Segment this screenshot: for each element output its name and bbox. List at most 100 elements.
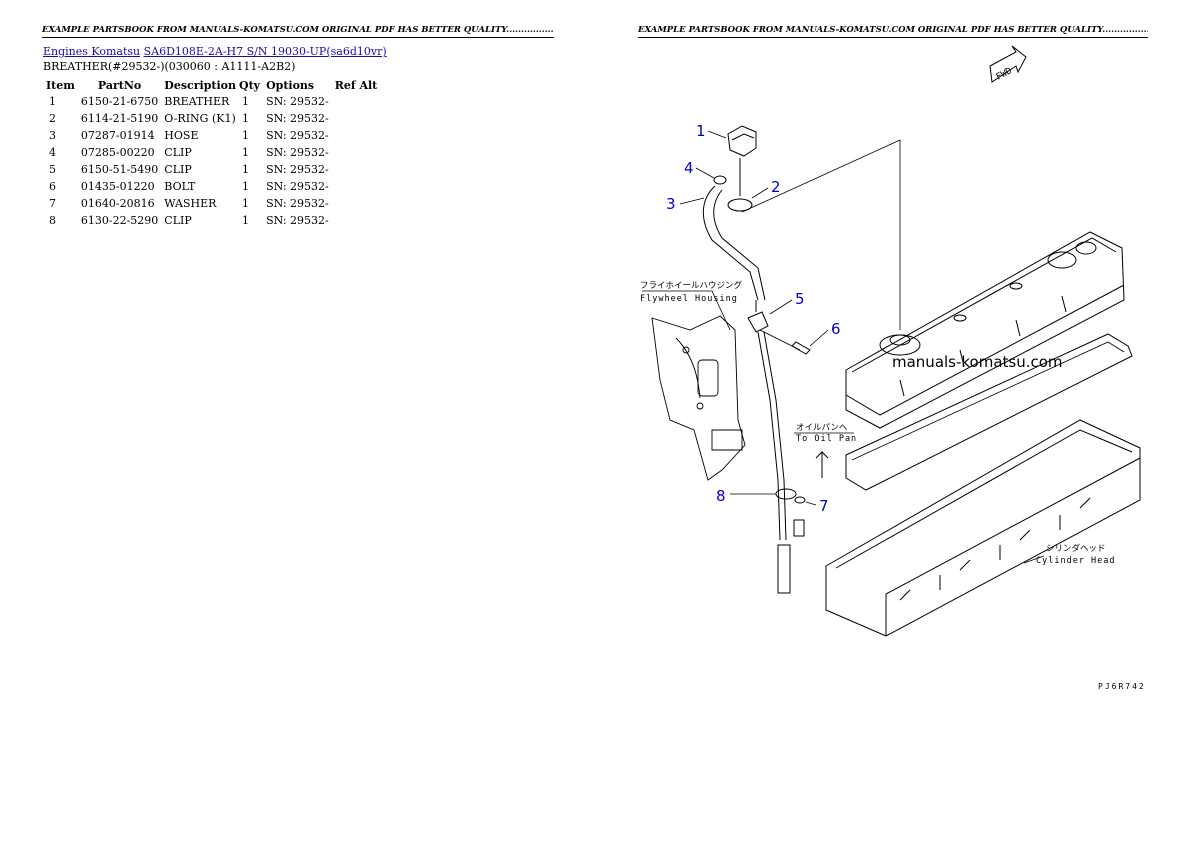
cell-refalt — [332, 110, 381, 127]
cell-partno: 6130-22-5290 — [80, 214, 159, 227]
hose-part — [702, 175, 766, 301]
table-row: 4 07285-00220 CLIP 1 SN: 29532- — [43, 144, 380, 161]
table-row: 1 6150-21-6750 BREATHER 1 SN: 29532- — [43, 93, 380, 110]
clip-8-part — [775, 488, 797, 500]
callout-7: 7 — [819, 497, 829, 515]
callout-2: 2 — [771, 178, 781, 196]
cell-qty: 1 — [242, 163, 249, 176]
oil-pan-tube — [777, 544, 791, 594]
cell-qty: 1 — [242, 197, 249, 210]
column-header-partno: PartNo — [97, 78, 142, 92]
cell-item: 4 — [49, 146, 56, 159]
cell-item: 2 — [49, 112, 56, 125]
cell-description: CLIP — [164, 214, 192, 227]
cell-options: SN: 29532- — [266, 95, 329, 108]
cell-partno: 07287-01914 — [80, 129, 155, 142]
cell-description: BOLT — [164, 180, 196, 193]
callout-4: 4 — [684, 159, 694, 177]
column-header-description: Description — [164, 78, 236, 92]
cell-options: SN: 29532- — [266, 146, 329, 159]
o-ring-part — [727, 198, 753, 212]
clip-5-part — [747, 300, 769, 333]
page-2-header: EXAMPLE PARTSBOOK FROM MANUALS-KOMATSU.C… — [638, 25, 1148, 38]
oil-pan-label-en: To Oil Pan — [796, 434, 857, 444]
cylinder-head — [825, 419, 1141, 637]
parts-diagram: FWD — [640, 45, 1141, 637]
clip-4-part — [713, 175, 727, 185]
watermark-text: manuals-komatsu.com — [892, 353, 1063, 371]
cell-options: SN: 29532- — [266, 214, 329, 227]
callout-5: 5 — [795, 290, 805, 308]
table-row: 3 07287-01914 HOSE 1 SN: 29532- — [43, 127, 380, 144]
breadcrumb-link-engines[interactable]: Engines Komatsu — [43, 45, 141, 58]
cylinder-head-label-en: Cylinder Head — [1036, 556, 1116, 566]
cell-partno: 6150-21-6750 — [80, 95, 159, 108]
callout-3: 3 — [666, 195, 676, 213]
breather-part — [727, 125, 757, 196]
cell-refalt — [332, 127, 381, 144]
cell-description: HOSE — [164, 129, 199, 142]
cell-refalt — [332, 161, 381, 178]
cell-partno: 6150-51-5490 — [80, 163, 159, 176]
cell-item: 6 — [49, 180, 56, 193]
column-header-options: Options — [266, 78, 315, 92]
parts-table: Item PartNo Description Qty Options Ref … — [43, 77, 380, 229]
cell-qty: 1 — [242, 112, 249, 125]
callout-1: 1 — [696, 122, 706, 140]
column-header-item: Item — [46, 78, 75, 92]
cell-description: CLIP — [164, 146, 192, 159]
cover-gasket — [845, 333, 1133, 491]
cell-qty: 1 — [242, 214, 249, 227]
cell-description: BREATHER — [164, 95, 230, 108]
cell-partno: 01435-01220 — [80, 180, 155, 193]
cell-refalt — [332, 195, 381, 212]
oil-pan-label-jp: オイルパンへ — [796, 423, 848, 433]
page-code: PJ6R742 — [1098, 682, 1146, 691]
column-header-refalt: Ref Alt — [334, 78, 378, 92]
flywheel-label-en: Flywheel Housing — [640, 294, 738, 304]
cell-qty: 1 — [242, 129, 249, 142]
cell-partno: 01640-20816 — [80, 197, 155, 210]
cell-qty: 1 — [242, 95, 249, 108]
cell-partno: 07285-00220 — [80, 146, 155, 159]
flywheel-label-jp: フライホイールハウジング — [640, 280, 743, 291]
cylinder-head-label-jp: シリンダヘッド — [1046, 543, 1106, 554]
table-header-row: Item PartNo Description Qty Options Ref … — [43, 77, 380, 93]
cell-description: O-RING (K1) — [164, 112, 236, 125]
cell-options: SN: 29532- — [266, 129, 329, 142]
breadcrumb: Engines Komatsu SA6D108E-2A-H7 S/N 19030… — [43, 45, 387, 59]
cell-options: SN: 29532- — [266, 112, 329, 125]
page-subtitle: BREATHER(#29532-)(030060 : A1111-A2B2) — [43, 60, 296, 73]
cell-qty: 1 — [242, 146, 249, 159]
cell-description: WASHER — [164, 197, 217, 210]
flywheel-housing — [651, 315, 746, 481]
bolt-6-part — [791, 341, 811, 355]
cell-item: 5 — [49, 163, 56, 176]
table-row: 6 01435-01220 BOLT 1 SN: 29532- — [43, 178, 380, 195]
washer-7-part — [793, 496, 806, 537]
cell-item: 1 — [49, 95, 56, 108]
head-cover — [845, 231, 1125, 429]
breadcrumb-link-model[interactable]: SA6D108E-2A-H7 S/N 19030-UP(sa6d10vr) — [143, 45, 387, 58]
callout-6: 6 — [831, 320, 841, 338]
table-row: 5 6150-51-5490 CLIP 1 SN: 29532- — [43, 161, 380, 178]
cell-refalt — [332, 212, 381, 229]
cell-options: SN: 29532- — [266, 180, 329, 193]
callout-8: 8 — [716, 487, 726, 505]
cell-qty: 1 — [242, 180, 249, 193]
cell-refalt — [332, 93, 381, 110]
fwd-arrow-icon: FWD — [989, 45, 1027, 83]
cell-options: SN: 29532- — [266, 197, 329, 210]
fwd-label: FWD — [995, 66, 1014, 82]
cell-item: 8 — [49, 214, 56, 227]
cell-partno: 6114-21-5190 — [80, 112, 159, 125]
column-header-qty: Qty — [239, 78, 261, 92]
cell-item: 3 — [49, 129, 56, 142]
cell-refalt — [332, 144, 381, 161]
page-1-header: EXAMPLE PARTSBOOK FROM MANUALS-KOMATSU.C… — [42, 25, 554, 38]
table-row: 8 6130-22-5290 CLIP 1 SN: 29532- — [43, 212, 380, 229]
cell-description: CLIP — [164, 163, 192, 176]
cell-options: SN: 29532- — [266, 163, 329, 176]
table-row: 2 6114-21-5190 O-RING (K1) 1 SN: 29532- — [43, 110, 380, 127]
